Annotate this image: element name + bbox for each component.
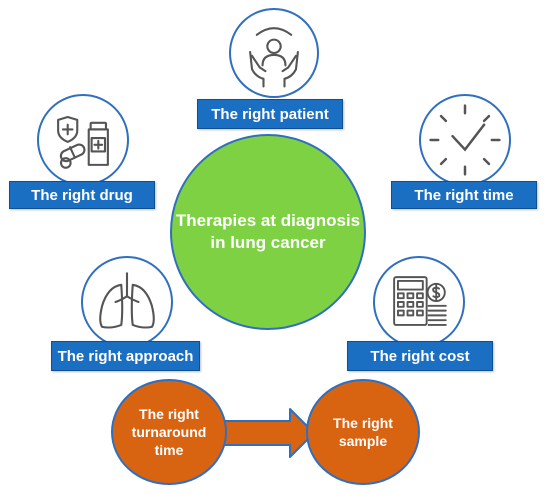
time-icon (419, 94, 511, 186)
label-right-drug: The right drug (9, 181, 155, 209)
patient-icon (229, 8, 319, 98)
sample-line-2: sample (338, 433, 388, 449)
right-sample-circle: The right sample (306, 379, 420, 485)
center-line-1: Therapies at diagnosis (175, 211, 361, 230)
drug-icon (37, 94, 129, 186)
approach-icon (81, 256, 173, 348)
flow-arrow (219, 408, 315, 458)
center-circle: Therapies at diagnosis in lung cancer (170, 134, 366, 330)
center-text: Therapies at diagnosis in lung cancer (168, 210, 368, 254)
turnaround-line-2: turnaround (131, 424, 207, 440)
turnaround-line-3: time (154, 442, 184, 458)
cost-icon (373, 256, 465, 348)
label-right-patient: The right patient (197, 99, 343, 129)
label-right-approach: The right approach (51, 341, 200, 371)
label-right-cost: The right cost (347, 341, 493, 371)
center-line-2: in lung cancer (210, 233, 326, 252)
turnaround-line-1: The right (139, 406, 199, 422)
label-right-time: The right time (391, 181, 537, 209)
sample-line-1: The right (333, 415, 393, 431)
turnaround-time-circle: The right turnaround time (111, 379, 227, 485)
